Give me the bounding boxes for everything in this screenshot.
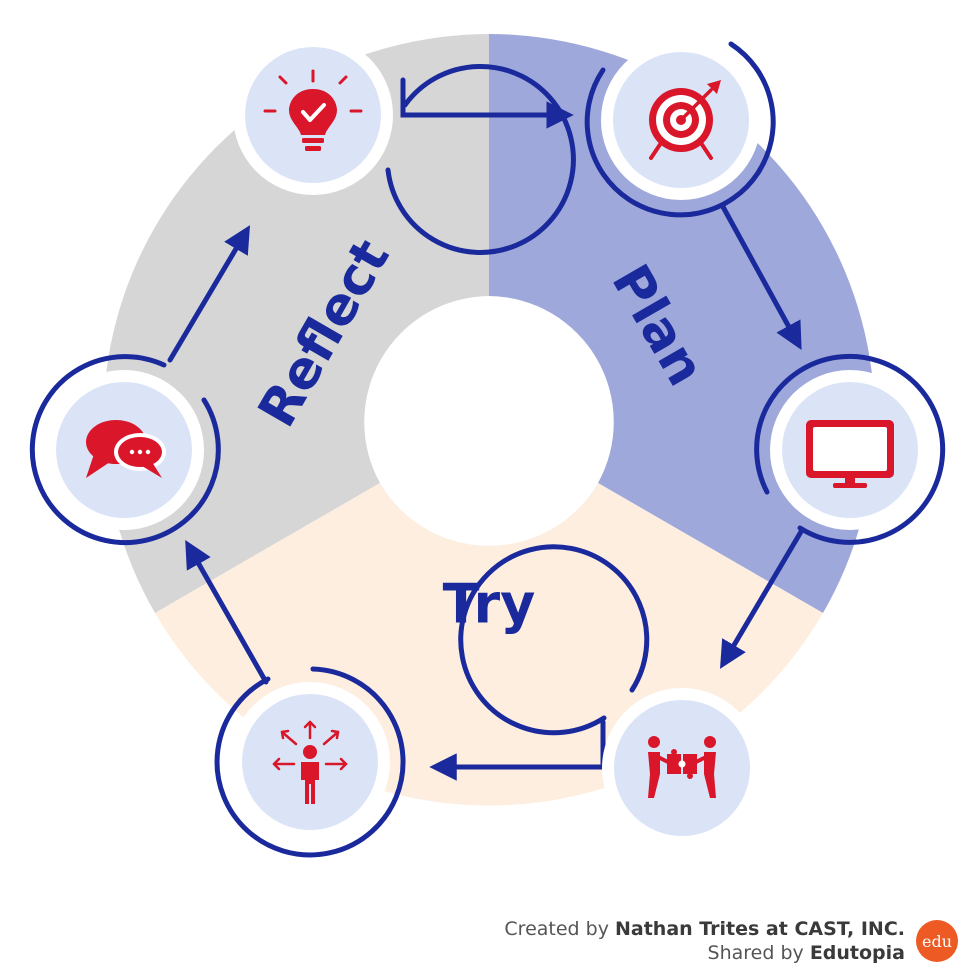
person-arrows-icon xyxy=(272,720,348,804)
step-node-teamwork xyxy=(458,544,762,848)
speech-bubbles-icon xyxy=(86,420,166,478)
monitor-icon xyxy=(806,420,894,488)
step-node-lightbulb xyxy=(233,35,576,255)
arrow-screen-to-team xyxy=(720,527,805,669)
arrow-person-to-chat xyxy=(185,540,269,685)
credit-publisher: Edutopia xyxy=(809,942,905,964)
credit-shared-prefix: Shared by xyxy=(707,942,810,964)
target-arrow-icon xyxy=(649,80,721,160)
step-node-chat xyxy=(29,354,221,546)
arrow-reflect-to-plan xyxy=(400,77,574,129)
credit-author: Nathan Trites at CAST, INC. xyxy=(614,918,905,940)
credit-created-by: Created by Nathan Trites at CAST, INC. xyxy=(504,918,905,940)
arrow-chat-to-idea xyxy=(167,225,251,363)
edutopia-logo-text: edu xyxy=(921,931,952,951)
try-label: Try xyxy=(443,573,536,636)
people-puzzle-icon xyxy=(648,736,716,798)
arrow-plan-to-screen xyxy=(719,202,802,351)
edutopia-logo: edu xyxy=(916,920,958,962)
credit-shared-by: Shared by Edutopia xyxy=(708,942,905,964)
step-node-monitor xyxy=(754,353,946,545)
step-node-target xyxy=(584,40,776,218)
lightbulb-check-icon xyxy=(263,69,363,151)
credit-created-prefix: Created by xyxy=(504,918,615,940)
step-node-person xyxy=(214,666,406,858)
